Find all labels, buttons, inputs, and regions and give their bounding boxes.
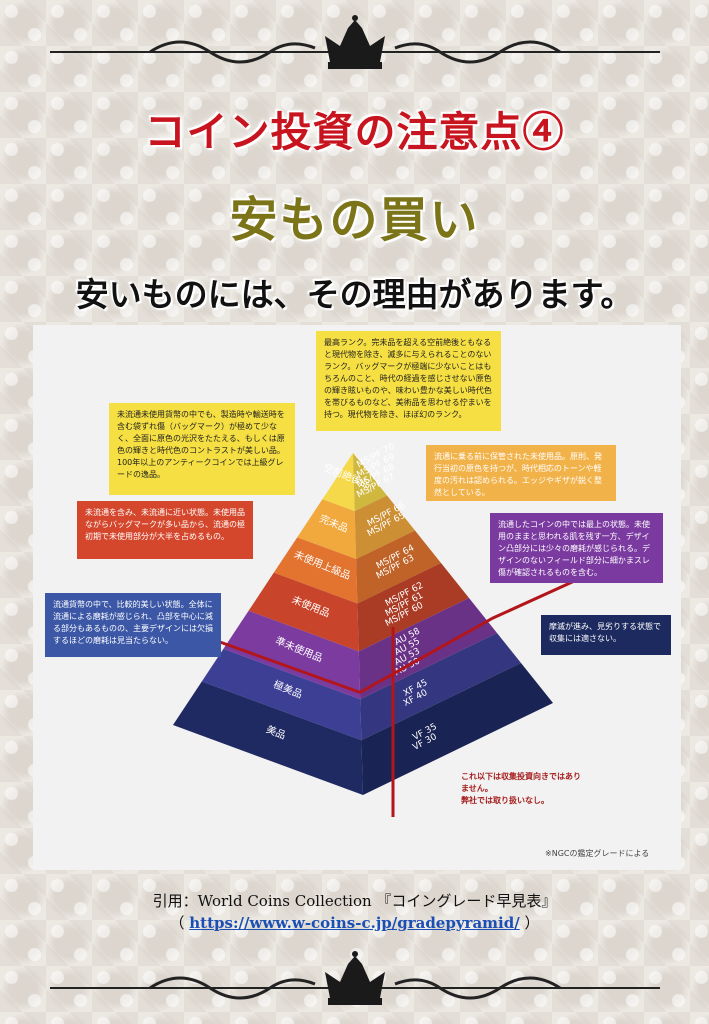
pyramid-layer-right-2 [356, 530, 441, 604]
source-note: ※NGCの鑑定グレードによる [545, 849, 650, 858]
pyramid-layer-right-0 [353, 453, 387, 512]
callout-top-grade: 最高ランク。完未品を超える空前絶後ともなると現代物を除き、滅多に与えられることの… [316, 331, 501, 431]
bottom-crown-ornament [50, 951, 660, 1005]
paren-close: ） [524, 914, 540, 932]
pyramid-layer-left-1 [297, 499, 357, 560]
pyramid-layer-left-6 [173, 681, 363, 795]
pyramid-layer-left-5 [201, 648, 362, 741]
citation: 引用：World Coins Collection 『コイングレード早見表』 （… [0, 890, 709, 934]
callout-mishiyou: 未流通を含み、未流通に近い状態。未使用品ながらバッグマークが多い品から、流通の極… [77, 501, 253, 559]
paren-open: （ [169, 914, 185, 932]
citation-link[interactable]: https://www.w-coins-c.jp/gradepyramid/ [189, 914, 520, 932]
pyramid-layer-left-0 [322, 453, 355, 512]
top-crown-ornament [50, 15, 660, 69]
threshold-line [206, 566, 604, 695]
pyramid-layer-left-2 [273, 537, 358, 604]
callout-goku: 流通貨幣の中で、比較的美しい状態。全体に流通による磨耗が感じられ、凸部を中心に減… [45, 593, 221, 657]
pyramid-layer-left-4 [223, 610, 361, 700]
page-title: コイン投資の注意点④ [144, 108, 565, 156]
callout-bihin: 摩滅が進み、見劣りする状態で収集には適さない。 [541, 615, 671, 655]
citation-line: 引用：World Coins Collection 『コイングレード早見表』 [152, 892, 557, 910]
page-subtitle: 安もの買い [229, 192, 480, 248]
callout-kanmi: 未流通未使用貨幣の中でも、製造時や輸送時を含む袋ずれ傷（バッグマーク）が極めて少… [109, 403, 295, 495]
callout-joukyu: 流通に乗る前に保管された未使用品。原則、発行当初の原色を持つが、時代相応のトーン… [426, 445, 616, 501]
pyramid-layer-left-3 [248, 572, 359, 652]
pyramid-layer-right-5 [360, 633, 521, 741]
pyramid-layer-right-1 [354, 495, 415, 560]
tagline: 安いものには、その理由があります。 [75, 275, 634, 314]
below-grade-note: これ以下は収集投資向きではありません。 弊社では取り扱いなし。 [461, 772, 581, 805]
pyramid-layer-right-6 [361, 663, 553, 795]
callout-jun: 流通したコインの中では最上の状態。未使用のままと思われる肌を残す一方、デザイン凸… [490, 513, 663, 583]
pyramid-layer-right-3 [357, 563, 469, 652]
